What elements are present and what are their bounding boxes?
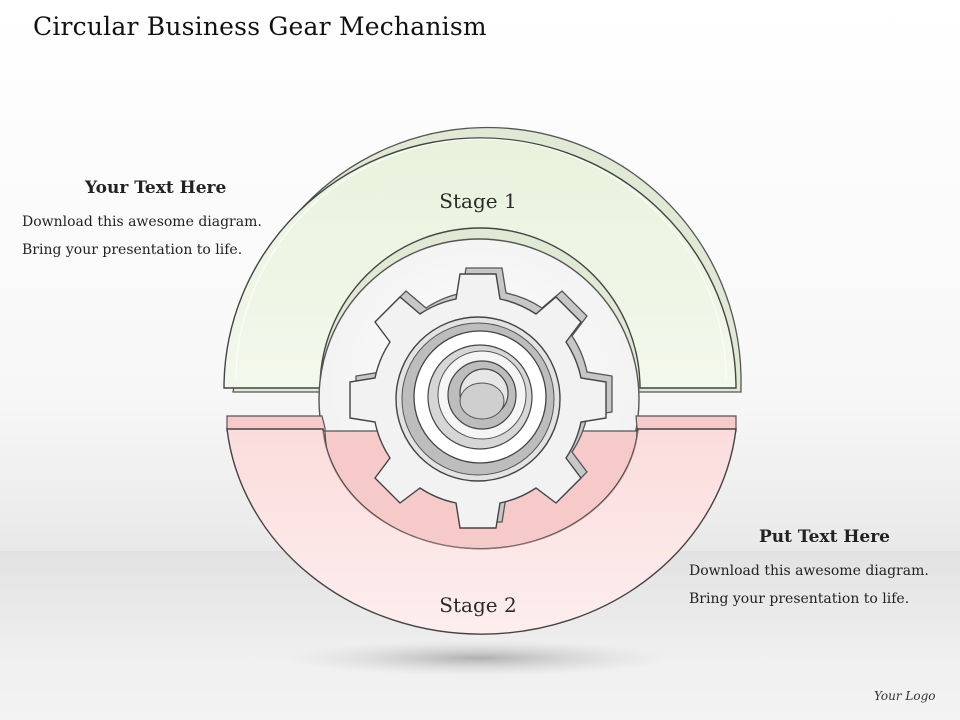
logo-placeholder: Your Logo	[874, 689, 936, 703]
right-text-line-2: Bring your presentation to life.	[689, 591, 910, 607]
stage-1-label: Stage 1	[439, 189, 516, 213]
right-text-heading: Put Text Here	[759, 527, 890, 547]
left-text-line-2: Bring your presentation to life.	[22, 242, 243, 258]
base-shadow	[288, 640, 668, 676]
right-text-line-1: Download this awesome diagram.	[689, 563, 929, 579]
left-text-heading: Your Text Here	[85, 178, 227, 198]
page-title: Circular Business Gear Mechanism	[33, 12, 487, 41]
left-text-block: Your Text Here Download this awesome dia…	[22, 178, 262, 264]
gear-icon	[349, 267, 613, 529]
left-text-line-1: Download this awesome diagram.	[22, 214, 262, 230]
stage-2-label: Stage 2	[439, 593, 516, 617]
right-text-block: Put Text Here Download this awesome diag…	[689, 527, 929, 613]
